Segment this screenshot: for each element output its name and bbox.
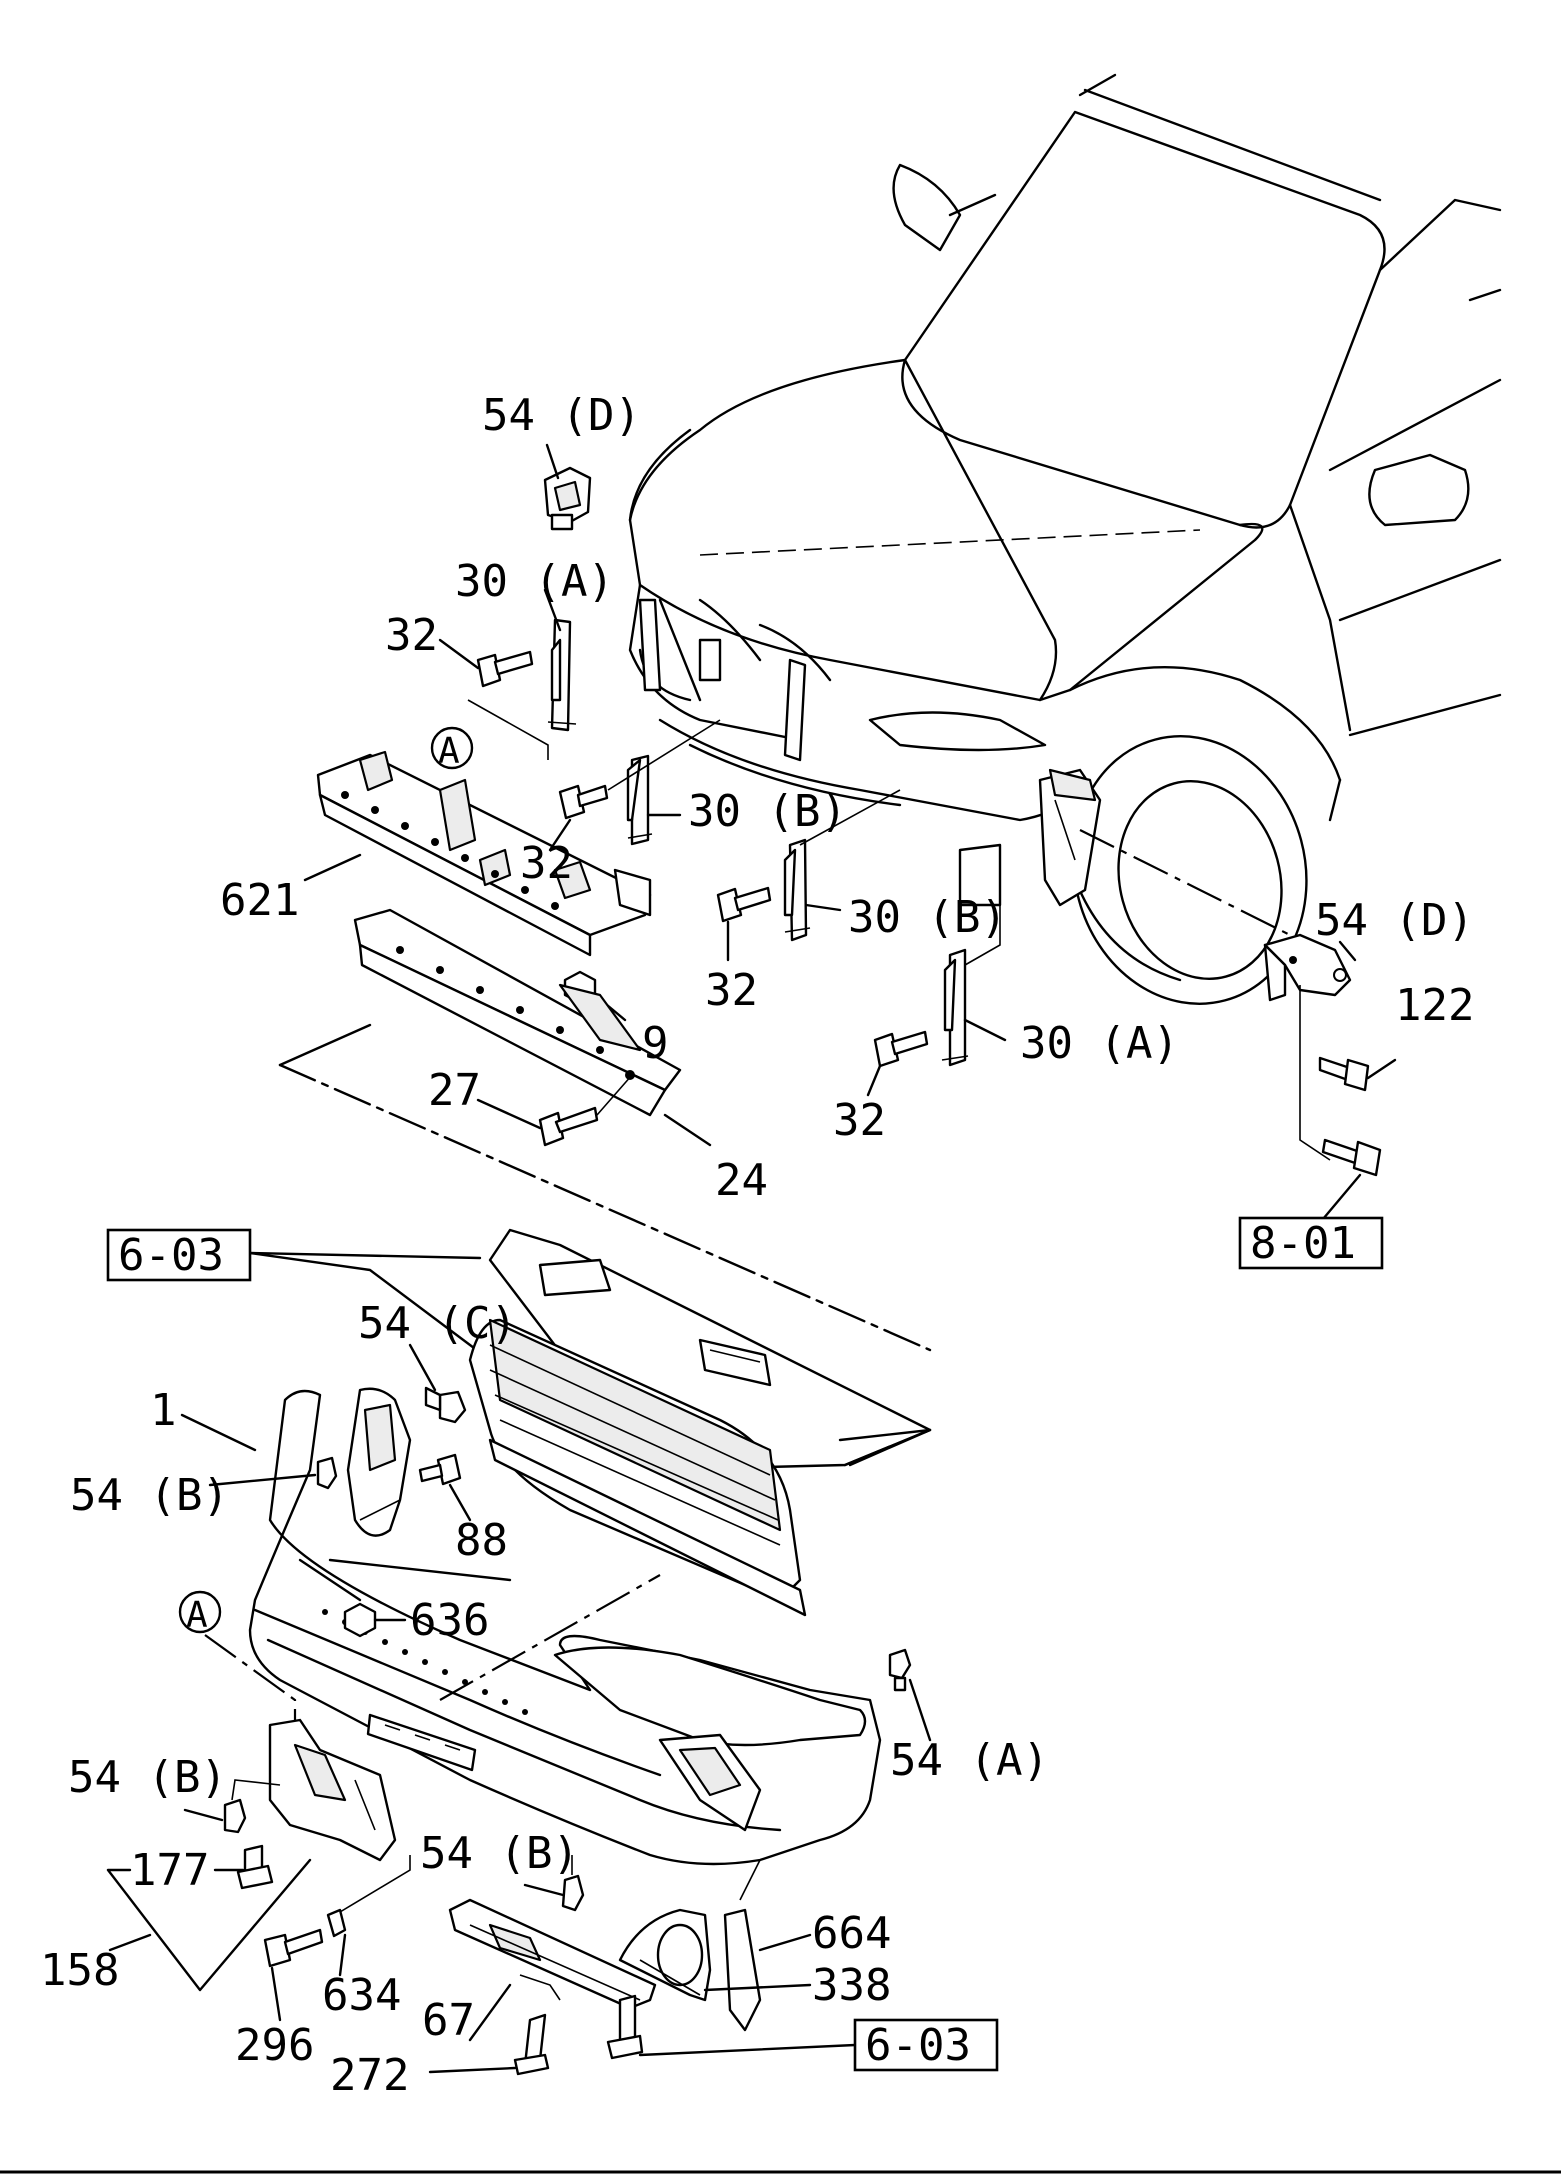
part-158-bracket	[268, 1718, 397, 1862]
bolt-272	[513, 2013, 550, 2076]
bolt-32-d	[873, 1030, 929, 1068]
callout-664: 664	[812, 1908, 891, 1959]
ref-box-6-03-top	[106, 1228, 252, 1282]
callout-296: 296	[235, 2020, 314, 2071]
part-54b-clip-b	[223, 1798, 247, 1834]
callout-634: 634	[322, 1970, 401, 2021]
bolt-32-a	[476, 650, 534, 688]
part-621-reinforcement	[316, 750, 652, 957]
reference-a-bottom: A	[186, 1595, 208, 1636]
callout-54b-c: 54 (B)	[420, 1828, 579, 1879]
part-67-lower-absorber	[448, 1898, 657, 2010]
callout-177: 177	[130, 1845, 209, 1896]
callout-30a-top: 30 (A)	[455, 556, 614, 607]
part-54d-clip-top	[543, 466, 592, 531]
callout-88: 88	[455, 1515, 508, 1566]
callout-32-a: 32	[385, 610, 438, 661]
bolt-296	[263, 1928, 324, 1968]
part-54a-clip	[888, 1648, 912, 1692]
part-bumper-fascia	[248, 1389, 882, 1866]
part-grille	[468, 1228, 932, 1617]
part-1-side-bracket	[346, 1387, 412, 1537]
callout-6-03-bottom: 6-03	[865, 2020, 971, 2071]
callout-30b-a: 30 (B)	[688, 786, 847, 837]
callout-67: 67	[422, 1995, 475, 2046]
callout-54b-b: 54 (B)	[68, 1752, 227, 1803]
reference-circle-a-top	[430, 726, 474, 770]
callout-24: 24	[715, 1155, 768, 1206]
callout-272: 272	[330, 2050, 409, 2101]
ref-box-6-03-bottom	[853, 2018, 999, 2072]
bolt-32-c	[716, 886, 772, 923]
part-54d-clip-right	[1263, 933, 1352, 1002]
ref-box-8-01	[1238, 1216, 1384, 1270]
callout-9: 9	[642, 1018, 669, 1069]
reference-circle-a-bottom	[178, 1590, 222, 1634]
bolt-8-01	[1321, 1138, 1382, 1177]
bolt-27	[538, 1106, 599, 1147]
callout-54d-right: 54 (D)	[1315, 895, 1474, 946]
part-30b-bracket-b	[783, 838, 811, 942]
callout-636: 636	[410, 1595, 489, 1646]
callout-8-01: 8-01	[1250, 1218, 1356, 1269]
callout-27: 27	[428, 1065, 481, 1116]
part-664-side-cover	[723, 1908, 762, 2032]
callout-54a: 54 (A)	[890, 1735, 1049, 1786]
part-30a-bracket-upper	[547, 618, 577, 732]
callout-6-03-top: 6-03	[118, 1230, 224, 1281]
callout-32-c: 32	[705, 965, 758, 1016]
part-24-bumper-beam	[353, 908, 682, 1117]
bolt-6-03-lower	[606, 1994, 644, 2060]
callout-30a-b: 30 (A)	[1020, 1018, 1179, 1069]
part-177-clip	[236, 1844, 274, 1890]
callout-32-d: 32	[833, 1095, 886, 1146]
callout-54c: 54 (C)	[358, 1298, 517, 1349]
part-54c-clip	[424, 1386, 467, 1424]
callout-30b-b: 30 (B)	[848, 892, 1007, 943]
callout-621: 621	[220, 875, 299, 926]
callout-122: 122	[1395, 980, 1474, 1031]
callout-1: 1	[150, 1385, 177, 1436]
vehicle-front-outline	[628, 73, 1502, 1005]
bolt-122	[1318, 1056, 1370, 1092]
reference-a-top: A	[438, 731, 460, 772]
callout-338: 338	[812, 1960, 891, 2011]
bolt-32-b	[558, 784, 609, 820]
part-54b-clip-c	[561, 1874, 585, 1912]
callout-158: 158	[40, 1945, 119, 1996]
callout-32-b: 32	[520, 838, 573, 889]
part-88-bolt	[418, 1453, 462, 1486]
callout-54b-a: 54 (B)	[70, 1470, 229, 1521]
callout-54d-top: 54 (D)	[482, 390, 641, 441]
part-636-nut	[343, 1602, 377, 1638]
part-30a-bracket-lower	[941, 948, 969, 1067]
part-634-clip	[326, 1908, 347, 1938]
part-338-fog-bezel	[618, 1908, 712, 2002]
